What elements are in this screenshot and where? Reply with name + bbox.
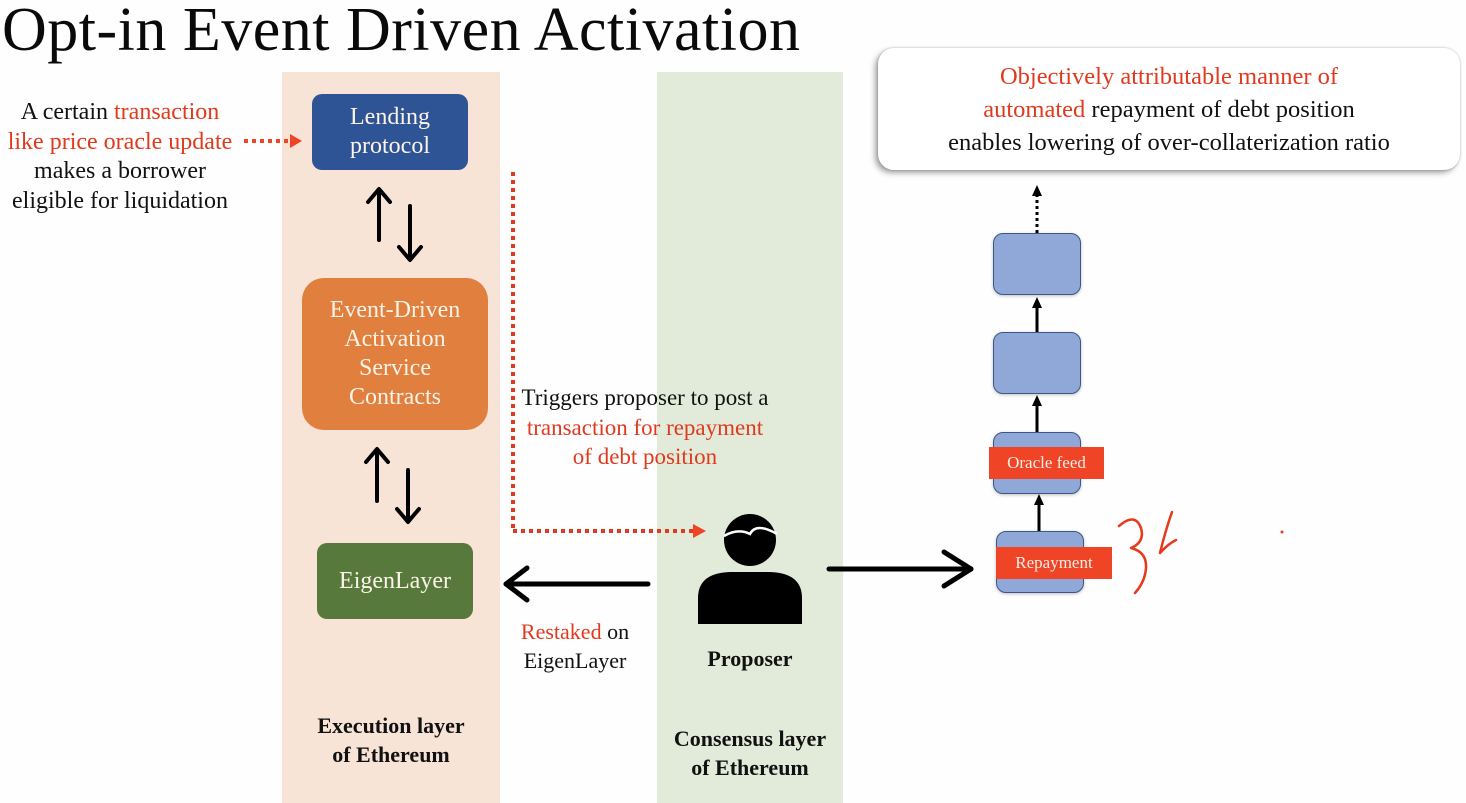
eigenlayer-box: EigenLayer xyxy=(317,543,473,619)
arrow-proposer-to-eigenlayer xyxy=(503,565,651,603)
benefit-callout: Objectively attributable manner of autom… xyxy=(878,48,1460,170)
trigger-highlight: transaction for repayment of debt positi… xyxy=(526,414,764,470)
slide-title: Opt-in Event Driven Activation xyxy=(2,0,801,64)
handwritten-annotation xyxy=(1117,510,1178,595)
exec-label-line-1: Execution layer xyxy=(317,713,465,738)
trigger-text-1: Triggers proposer to post a xyxy=(521,385,769,410)
eda-line-4: Contracts xyxy=(349,384,441,410)
exec-label-line-2: of Ethereum xyxy=(332,742,450,767)
consensus-layer-label: Consensus layer of Ethereum xyxy=(652,724,848,782)
cons-label-line-1: Consensus layer xyxy=(673,726,827,751)
chain-block xyxy=(993,332,1081,394)
restaked-text: on EigenLayer xyxy=(523,619,630,673)
proposer-trigger-note: Triggers proposer to post a transaction … xyxy=(520,383,770,472)
lending-line-1: Lending xyxy=(350,104,430,130)
trigger-event-note: A certain transaction like price oracle … xyxy=(0,98,240,216)
execution-layer-lane xyxy=(282,72,500,803)
execution-layer-label: Execution layer of Ethereum xyxy=(282,711,500,769)
oracle-feed-tag: Oracle feed xyxy=(989,447,1104,479)
lending-line-2: protocol xyxy=(350,133,430,159)
arrow-proposer-to-chain xyxy=(826,549,974,589)
note-text-2: makes a borrower eligible for liquidatio… xyxy=(12,158,228,214)
restaked-highlight: Restaked xyxy=(520,619,602,644)
eda-line-2: Activation xyxy=(344,326,446,352)
repayment-tag: Repayment xyxy=(996,547,1112,579)
callout-text-2: repayment of debt position xyxy=(1085,96,1355,123)
chain-continuation-arrow xyxy=(1032,185,1042,233)
lending-protocol-box: Lending protocol xyxy=(312,94,468,170)
restaked-note: Restaked on EigenLayer xyxy=(500,617,650,675)
callout-line-2: automated repayment of debt position xyxy=(878,93,1460,126)
cons-label-line-2: of Ethereum xyxy=(691,755,809,780)
eigenlayer-label: EigenLayer xyxy=(339,567,451,594)
eda-line-3: Service xyxy=(359,355,431,381)
note-text-1: A certain xyxy=(20,99,114,125)
callout-line-1: Objectively attributable manner of xyxy=(999,63,1339,90)
event-driven-activation-box: Event-Driven Activation Service Contract… xyxy=(302,278,488,430)
chain-block xyxy=(993,233,1081,295)
consensus-layer-lane xyxy=(657,72,843,803)
callout-highlight-2: automated xyxy=(983,96,1086,123)
annotation-dot xyxy=(1280,530,1284,534)
note-highlight: transaction like price oracle update xyxy=(7,99,233,155)
callout-line-3: enables lowering of over-collaterization… xyxy=(948,129,1390,156)
proposer-label: Proposer xyxy=(707,646,793,671)
eda-line-1: Event-Driven xyxy=(329,297,461,323)
